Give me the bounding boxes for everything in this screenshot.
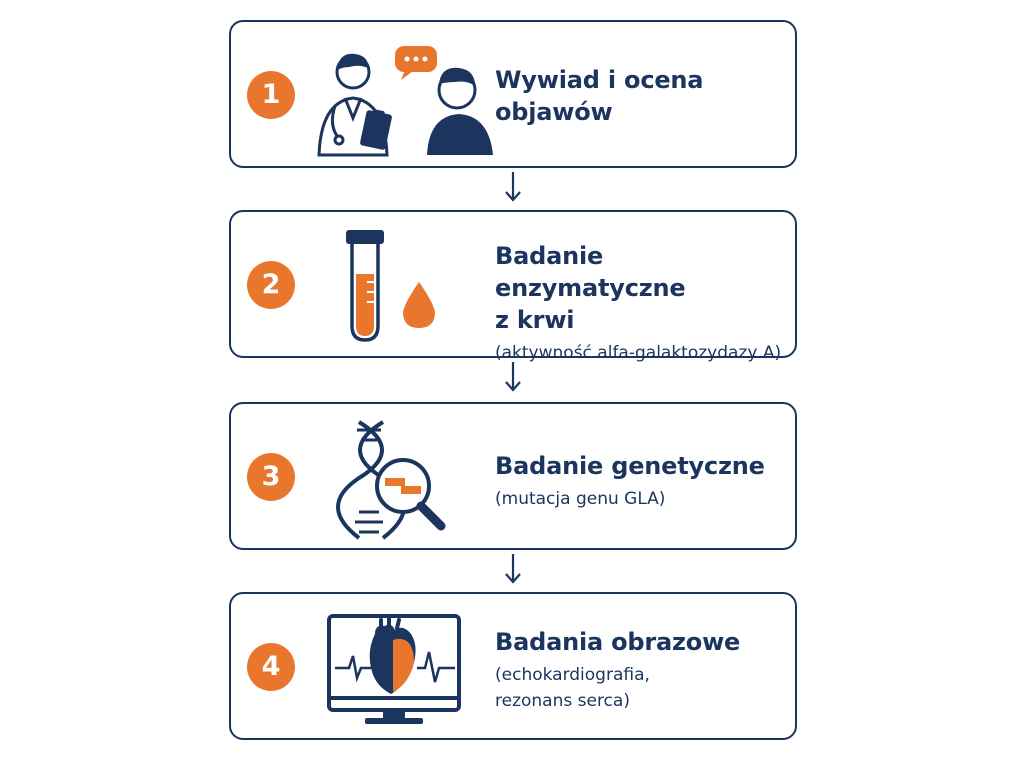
step-2-title: Badanie enzymatyczne z krwi (495, 242, 686, 334)
dna-magnifier-icon (336, 420, 446, 540)
step-4: 4 Badania obrazowe (echokardiografia, re… (229, 592, 797, 740)
step-1-text: Wywiad i ocena objawów (495, 64, 704, 128)
step-number-2: 2 (247, 261, 295, 309)
step-4-title: Badania obrazowe (495, 628, 741, 656)
step-4-subtitle: (echokardiografia, rezonans serca) (495, 665, 650, 711)
step-1-title: Wywiad i ocena objawów (495, 66, 704, 126)
step-4-text: Badania obrazowe (echokardiografia, rezo… (495, 626, 740, 714)
step-3: 3 Badanie genetyczne (mutacja genu GLA) (229, 402, 797, 550)
doctor-patient-icon (317, 46, 493, 157)
arrow-down-3 (505, 554, 521, 584)
step-3-title: Badanie genetyczne (495, 452, 765, 480)
step-number-1: 1 (247, 71, 295, 119)
step-3-subtitle: (mutacja genu GLA) (495, 489, 666, 509)
blood-test-tube-icon (346, 230, 435, 342)
step-3-text: Badanie genetyczne (mutacja genu GLA) (495, 450, 765, 512)
arrow-down-2 (505, 362, 521, 392)
arrow-down-1 (505, 172, 521, 202)
step-number-4: 4 (247, 643, 295, 691)
step-2-subtitle: (aktywność alfa-galaktozydazy A) (495, 343, 782, 363)
heart-monitor-icon (327, 614, 461, 724)
step-number-3: 3 (247, 453, 295, 501)
step-1: 1 Wywiad i ocena objawów (229, 20, 797, 168)
step-2-text: Badanie enzymatyczne z krwi (aktywność a… (495, 240, 795, 366)
step-2: 2 Badanie enzymatyczne z krwi (aktywność… (229, 210, 797, 363)
